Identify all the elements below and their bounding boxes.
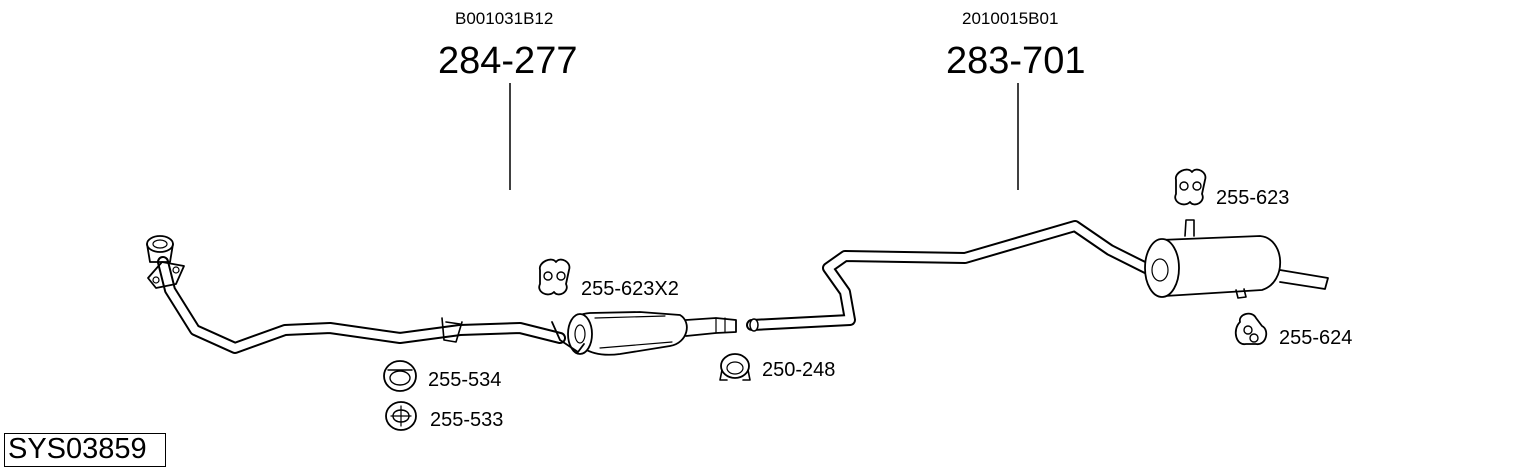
assembly-part-front[interactable]: 284-277	[438, 40, 578, 82]
part-label-255-623[interactable]: 255-623	[1216, 187, 1290, 209]
rubber-hanger-icon[interactable]	[538, 258, 571, 296]
rear-pipe-assembly[interactable]	[746, 219, 1329, 332]
rubber-hanger-icon-rear[interactable]	[1174, 168, 1207, 206]
assembly-ref-rear: 2010015B01	[962, 9, 1059, 28]
system-id-box: SYS03859	[4, 433, 166, 467]
assembly-ref-front: B001031B12	[455, 9, 554, 28]
front-pipe-assembly[interactable]	[146, 235, 737, 356]
rubber-mount-icon-rear[interactable]	[1234, 312, 1268, 345]
clamp-icon[interactable]	[719, 353, 751, 381]
part-label-250-248[interactable]: 250-248	[762, 359, 836, 381]
assembly-part-rear[interactable]: 283-701	[946, 40, 1086, 82]
part-label-255-534[interactable]: 255-534	[428, 369, 502, 391]
ring-mount-icon[interactable]	[383, 360, 417, 392]
part-label-255-533[interactable]: 255-533	[430, 409, 504, 431]
part-label-255-624[interactable]: 255-624	[1279, 327, 1353, 349]
rubber-mount-icon[interactable]	[385, 401, 417, 431]
part-label-255-623x2[interactable]: 255-623X2	[581, 278, 679, 300]
